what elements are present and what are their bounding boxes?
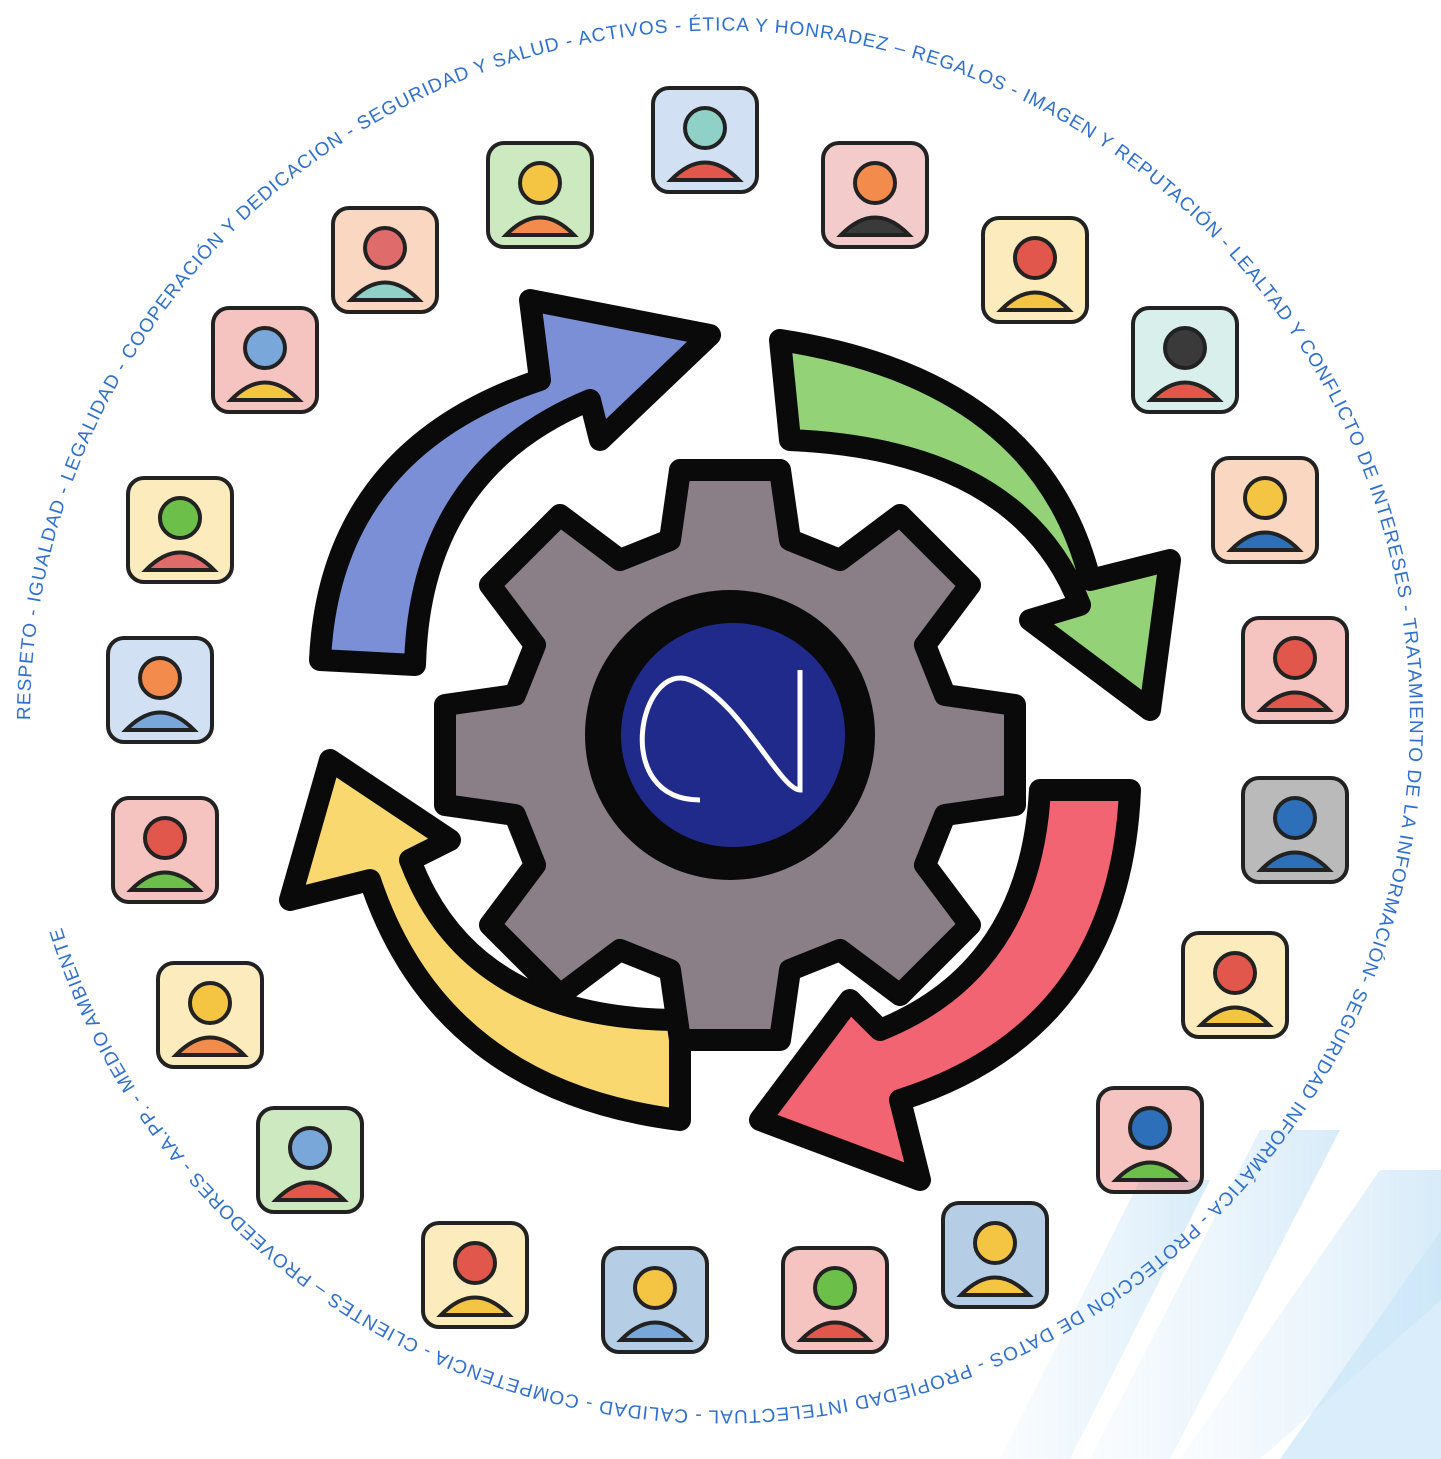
lock-window-icon — [421, 1221, 529, 1329]
conversation-icon — [126, 476, 234, 584]
idea-lock-icon — [156, 961, 264, 1069]
background-stripes — [1000, 1130, 1441, 1459]
green-arrow — [769, 329, 1181, 721]
handshake-gear-icon — [981, 216, 1089, 324]
money-envelope-icon — [1181, 931, 1289, 1039]
globe-hand-icon — [486, 141, 594, 249]
gears-hand-icon — [1241, 776, 1349, 884]
justice-scale-hand-icon — [1131, 306, 1239, 414]
gift-hand-icon — [1096, 1086, 1204, 1194]
people-hands-icon — [651, 86, 759, 194]
rating-stars-icon — [941, 1201, 1049, 1309]
award-badge-icon — [111, 796, 219, 904]
delivery-worker-icon — [211, 306, 319, 414]
red-arrow — [749, 779, 1141, 1191]
secure-folder-icon — [256, 1106, 364, 1214]
health-shield-icon — [1241, 616, 1349, 724]
gender-balance-icon — [821, 141, 929, 249]
citizen-institution-icon — [331, 206, 439, 314]
company-logo — [621, 623, 845, 847]
icon-layer — [106, 86, 1349, 1354]
info-hand-icon — [601, 1246, 709, 1354]
heart-hands-icon — [781, 1246, 889, 1354]
idea-teamwork-icon — [1211, 456, 1319, 564]
agreement-sign-icon — [106, 636, 214, 744]
blue-arrow — [309, 289, 721, 676]
